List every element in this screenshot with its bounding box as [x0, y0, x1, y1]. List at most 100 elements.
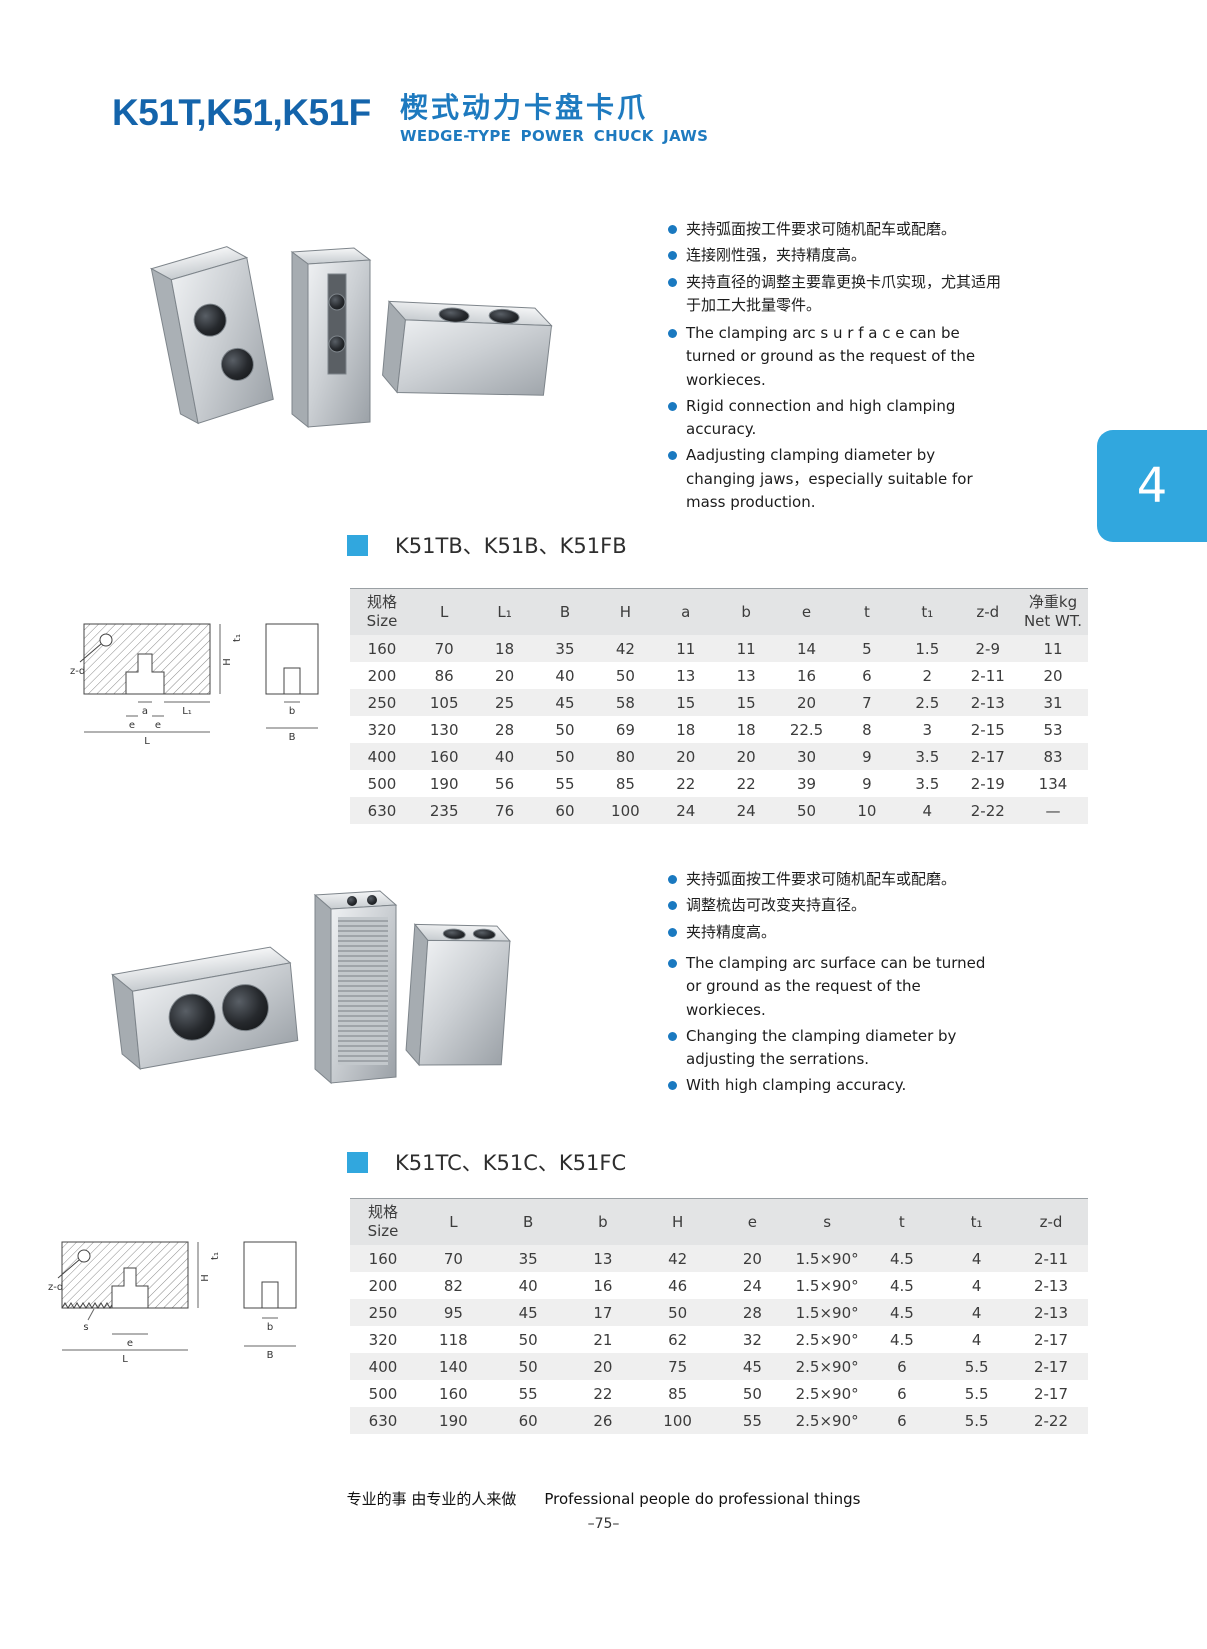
dim-label-l: L [144, 736, 150, 747]
table-cell: 85 [668, 1384, 688, 1403]
table-cell: 14 [776, 635, 837, 662]
table-cell: 1.5×90° [789, 1299, 865, 1326]
table-cell: 7 [836, 689, 898, 716]
table-cell: 20 [495, 666, 515, 685]
table-cell: 60 [534, 797, 596, 824]
table-cell: 2-17 [957, 743, 1018, 770]
table-cell: 55 [555, 774, 575, 793]
table-cell: 400 [350, 1353, 416, 1380]
table-cell: 24 [742, 1276, 762, 1295]
dim-label-zd: z-d [70, 666, 85, 677]
column-header: L₁ [474, 588, 535, 635]
bullet-dot-icon [668, 225, 677, 234]
column-header: 规格 Size [350, 1198, 416, 1245]
product-photo-jaws-2 [111, 890, 512, 1085]
table-cell: 2-19 [970, 774, 1005, 793]
bullet-item: Rigid connection and high clamping accur… [668, 395, 1004, 442]
table-cell: 15 [715, 689, 777, 716]
dim-label-b: b [267, 1322, 273, 1333]
table-cell: 16 [593, 1276, 613, 1295]
table-cell: 140 [416, 1353, 491, 1380]
feature-list-en-2: The clamping arc surface can be turned o… [668, 952, 1004, 1101]
table-cell: 1.5×90° [789, 1245, 865, 1272]
table-cell: 75 [640, 1353, 715, 1380]
table-cell: 3 [922, 720, 933, 739]
table-cell: 2 [922, 666, 933, 685]
table-cell: 250 [350, 689, 414, 716]
table-cell: 45 [534, 689, 596, 716]
table-cell: 20 [715, 743, 777, 770]
column-header: L [414, 588, 475, 635]
table-cell: 105 [414, 689, 475, 716]
table-cell: 50 [490, 1353, 566, 1380]
column-header: z-d [1014, 1198, 1088, 1245]
dim-label-l1: L₁ [182, 706, 192, 717]
table-cell: 17 [565, 1299, 641, 1326]
bullet-item: 夹持精度高。 [668, 921, 1004, 944]
table-cell: 2.5×90° [795, 1330, 859, 1349]
table-cell: 45 [490, 1299, 566, 1326]
table-cell: 42 [640, 1245, 715, 1272]
dim-label-a: a [142, 706, 148, 717]
bullet-item: With high clamping accuracy. [668, 1074, 1004, 1097]
table-cell: 5.5 [964, 1384, 989, 1403]
column-header: s [789, 1198, 865, 1245]
table-cell: 62 [668, 1330, 688, 1349]
table-cell: 9 [862, 774, 872, 793]
bullet-text: 夹持弧面按工件要求可随机配车或配磨。 [686, 870, 957, 888]
bullet-text: 夹持精度高。 [686, 922, 777, 941]
bullet-item: 夹持直径的调整主要靠更换卡爪实现，尤其适用于加工大批量零件。 [668, 271, 1004, 318]
table-cell: 118 [439, 1330, 468, 1349]
table-cell: 2-17 [1014, 1353, 1088, 1380]
table-cell: 42 [595, 635, 656, 662]
column-header: t₁ [897, 588, 958, 635]
table-cell: 50 [640, 1299, 715, 1326]
column-header: z-d [957, 588, 1018, 635]
table-cell: 56 [495, 774, 515, 793]
table-cell: 2.5×90° [789, 1407, 865, 1434]
table-cell: 200 [368, 1276, 398, 1295]
section-title: K51TC、K51C、K51FC [395, 1151, 627, 1175]
table-cell: 630 [350, 797, 414, 824]
table-cell: 60 [490, 1407, 566, 1434]
table-cell: 2-15 [970, 720, 1005, 739]
bullet-item: 调整梳齿可改变夹持直径。 [668, 894, 1004, 917]
column-header: e [776, 588, 837, 635]
table-cell: 18 [736, 720, 756, 739]
table-cell: 2-17 [1033, 1384, 1069, 1403]
table-cell: 13 [565, 1245, 641, 1272]
table-cell: 100 [640, 1407, 715, 1434]
section-title: K51TB、K51B、K51FB [395, 534, 627, 558]
table-cell: 15 [655, 689, 716, 716]
table-cell: 22 [593, 1384, 613, 1403]
table-cell: 70 [414, 635, 475, 662]
table-cell: 50 [518, 1330, 538, 1349]
table-cell: 6 [897, 1384, 907, 1403]
table-cell: 11 [715, 635, 777, 662]
table-cell: 10 [836, 797, 898, 824]
table-cell: 22 [676, 774, 696, 793]
section-marker-icon [347, 1151, 368, 1173]
bullet-item: Aadjusting clamping diameter by changing… [668, 444, 1004, 514]
table-cell: 22.5 [789, 720, 824, 739]
table-cell: 160 [439, 1384, 468, 1403]
table-cell: 6 [864, 1353, 940, 1380]
table-cell: 134 [1038, 774, 1068, 793]
bullet-text: Rigid connection and high clamping accur… [686, 396, 956, 438]
table-cell: 320 [367, 720, 397, 739]
table-cell: 8 [862, 720, 872, 739]
table-cell: 4.5 [889, 1276, 914, 1295]
column-header: H [595, 588, 656, 635]
table-cell: 18 [676, 720, 696, 739]
table-cell: 5.5 [939, 1353, 1014, 1380]
table-cell: 250 [350, 1299, 416, 1326]
